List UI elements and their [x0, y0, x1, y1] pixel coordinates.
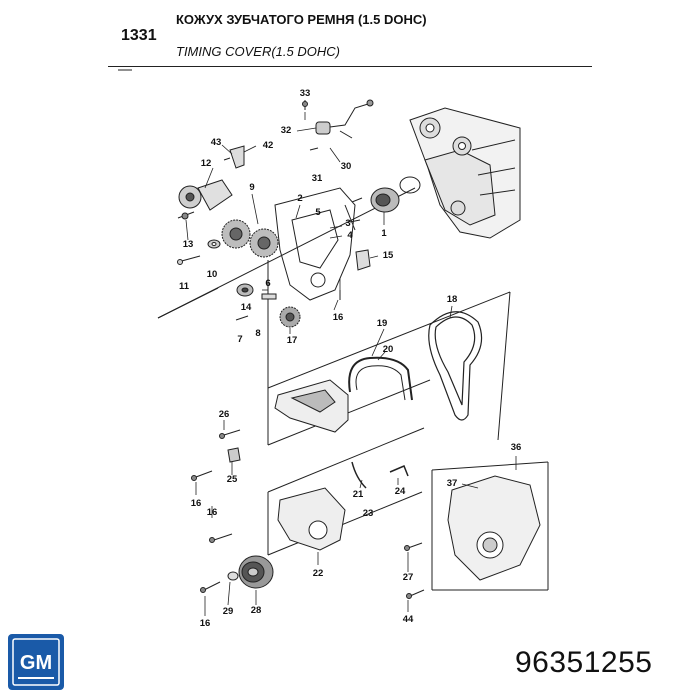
leader-lines	[185, 112, 517, 616]
callout-22: 22	[313, 568, 324, 579]
callout-21: 21	[353, 489, 364, 500]
callout-6: 6	[265, 278, 270, 289]
callout-20: 20	[383, 344, 394, 355]
tensioner-assembly	[177, 179, 233, 220]
callout-12: 12	[201, 158, 212, 169]
upper-front-cover	[219, 379, 349, 463]
callout-11: 11	[179, 281, 190, 292]
callout-8: 8	[255, 328, 260, 339]
water-pump-pulley	[370, 176, 421, 213]
bracket-15	[355, 249, 371, 271]
timing-belt	[428, 311, 483, 421]
idler-pulley	[236, 283, 277, 300]
lower-rear-cover	[191, 470, 346, 551]
belt-section	[348, 356, 413, 401]
camshaft-gears	[221, 219, 279, 258]
callout-28: 28	[251, 605, 262, 616]
callout-16: 16	[191, 498, 202, 509]
callout-17: 17	[287, 335, 298, 346]
callout-3: 3	[345, 218, 350, 229]
callout-1: 1	[381, 228, 387, 239]
callout-42: 42	[263, 140, 274, 151]
gm-logo-icon: GM	[8, 634, 64, 690]
callout-4: 4	[347, 230, 353, 241]
callout-14: 14	[241, 302, 252, 313]
front-timing-cover	[404, 475, 541, 599]
header-rule	[108, 66, 592, 67]
clips-and-seals	[351, 461, 409, 489]
callout-30: 30	[341, 161, 352, 172]
title-russian: КОЖУХ ЗУБЧАТОГО РЕМНЯ (1.5 DOHC)	[176, 12, 427, 27]
callout-15: 15	[383, 250, 394, 261]
sensor-assembly	[302, 99, 374, 139]
callout-24: 24	[395, 486, 406, 497]
crank-gear	[279, 306, 301, 328]
engine-block	[409, 107, 521, 239]
callout-26: 26	[219, 409, 230, 420]
crankshaft-pulley	[200, 555, 274, 593]
callout-16: 16	[200, 618, 211, 629]
logo-text: GM	[20, 652, 52, 674]
callout-31: 31	[312, 173, 323, 184]
rear-cover-plate	[274, 187, 356, 301]
callout-43: 43	[211, 137, 222, 148]
callout-5: 5	[315, 207, 321, 218]
callout-19: 19	[377, 318, 388, 329]
callout-16: 16	[207, 507, 218, 518]
callout-25: 25	[227, 474, 238, 485]
callout-10: 10	[207, 269, 218, 280]
callout-2: 2	[297, 193, 302, 204]
callout-9: 9	[249, 182, 254, 193]
callout-16: 16	[333, 312, 344, 323]
callout-27: 27	[403, 572, 414, 583]
callout-32: 32	[281, 125, 292, 136]
callout-18: 18	[447, 294, 458, 305]
callout-7: 7	[237, 334, 242, 345]
callout-29: 29	[223, 606, 234, 617]
section-number: 1331	[121, 27, 157, 44]
fasteners	[177, 147, 363, 321]
callout-33: 33	[300, 88, 311, 99]
bracket-42	[223, 145, 245, 169]
callout-13: 13	[183, 239, 194, 250]
assembly-frame-lines	[118, 69, 549, 591]
callout-37: 37	[447, 478, 458, 489]
part-number: 96351255	[515, 646, 653, 679]
callout-36: 36	[511, 442, 522, 453]
title-english: TIMING COVER(1.5 DOHC)	[176, 44, 340, 59]
callout-44: 44	[403, 614, 414, 625]
callout-23: 23	[363, 508, 374, 519]
